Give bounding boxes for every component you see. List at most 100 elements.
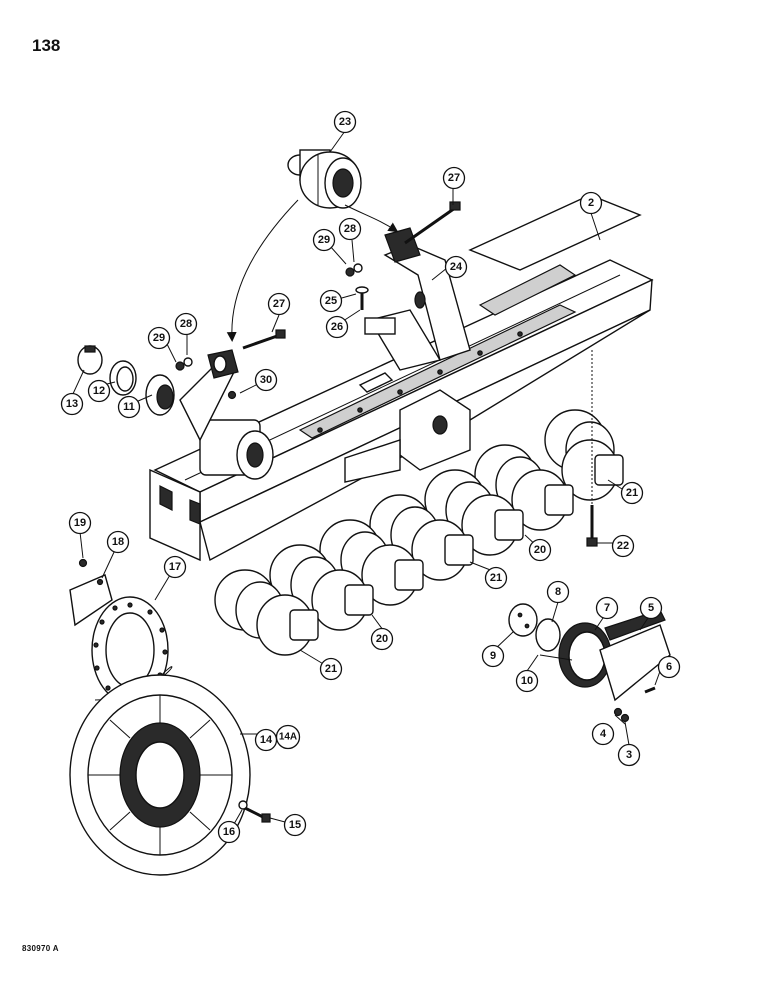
svg-text:21: 21 [325,663,337,675]
track-roller [411,519,474,581]
callout-4: 4 [591,722,615,746]
callout-3: 3 [617,743,641,767]
track-roller [511,469,574,531]
callout-10: 10 [515,669,539,693]
bolt-25 [355,286,369,310]
svg-text:21: 21 [490,572,502,584]
nut-19 [78,558,88,568]
svg-text:21: 21 [626,487,638,499]
callout-11: 11 [117,395,141,419]
plug-30 [227,390,237,400]
svg-text:30: 30 [260,374,272,386]
svg-text:24: 24 [450,261,463,273]
svg-text:20: 20 [534,544,546,556]
callout-12: 12 [87,379,111,403]
seal-11 [145,374,175,416]
guard-5 [599,609,671,702]
callout-28-upper: 28 [338,217,362,241]
callout-29-upper: 29 [312,228,336,252]
callout-26: 26 [325,315,349,339]
callout-18: 18 [106,530,130,554]
svg-text:28: 28 [180,318,192,330]
track-roller [256,594,319,656]
callout-23: 23 [333,110,357,134]
callout-21-right: 21 [620,481,644,505]
callout-21-middle: 21 [484,566,508,590]
callout-2: 2 [579,191,603,215]
nut-3 [620,713,630,723]
svg-text:8: 8 [555,586,561,598]
callout-9: 9 [481,644,505,668]
callout-30: 30 [254,368,278,392]
callout-20-left: 20 [370,627,394,651]
sprocket-14 [69,674,251,876]
clamp-13 [77,345,103,375]
svg-text:3: 3 [626,749,632,761]
carrier-roller-support [364,227,471,371]
carrier-roller [287,149,362,209]
callout-16: 16 [217,820,241,844]
svg-text:9: 9 [490,650,496,662]
washer-4 [613,707,623,717]
svg-text:20: 20 [376,633,388,645]
svg-text:29: 29 [153,332,165,344]
bolt-27-upper [404,201,461,245]
svg-text:27: 27 [273,298,285,310]
bolt-27-lower [242,329,286,350]
svg-text:13: 13 [66,398,78,410]
callout-21-left: 21 [319,657,343,681]
callout-22: 22 [611,534,635,558]
nut-29-lower [175,361,185,371]
svg-text:29: 29 [318,234,330,246]
svg-text:22: 22 [617,540,629,552]
callout-13: 13 [60,392,84,416]
track-roller [461,494,524,556]
svg-text:14: 14 [260,734,273,746]
nut-29-upper [345,267,355,277]
svg-text:5: 5 [648,602,654,614]
svg-text:7: 7 [604,602,610,614]
svg-text:12: 12 [93,385,105,397]
svg-text:11: 11 [123,401,135,413]
svg-text:14A: 14A [279,732,297,743]
svg-text:27: 27 [448,172,460,184]
callout-20-right: 20 [528,538,552,562]
hub-9 [508,603,538,637]
plate-8 [535,618,561,652]
callout-28-lower: 28 [174,312,198,336]
svg-text:6: 6 [666,661,672,673]
svg-text:28: 28 [344,223,356,235]
washer-28-upper [353,263,363,273]
front-roller-bracket [179,349,239,442]
track-roller [561,439,624,501]
svg-text:2: 2 [588,197,594,209]
svg-text:25: 25 [325,295,337,307]
ring-12 [109,360,137,396]
track-rollers [214,409,624,656]
washer-16 [238,800,248,810]
callout-6: 6 [657,655,681,679]
callout-25: 25 [319,289,343,313]
callout-5: 5 [639,596,663,620]
callout-15: 15 [283,813,307,837]
bolt-15 [244,806,271,823]
callout-27-lower: 27 [267,292,291,316]
drawing-code: 830970 A [22,944,59,953]
callout-19: 19 [68,511,92,535]
guard-18 [69,574,113,627]
ring-gear-7 [558,622,612,688]
page-number: 138 [32,36,61,55]
svg-text:10: 10 [521,675,533,687]
svg-text:4: 4 [600,728,607,740]
track-roller [361,544,424,606]
svg-text:16: 16 [223,826,235,838]
callout-29-lower: 29 [147,326,171,350]
svg-text:26: 26 [331,321,343,333]
svg-text:18: 18 [112,536,124,548]
callout-14: 14 [254,728,278,752]
svg-text:15: 15 [289,819,301,831]
track-frame [149,194,654,562]
bolt-10 [539,654,573,661]
track-roller [311,569,374,631]
